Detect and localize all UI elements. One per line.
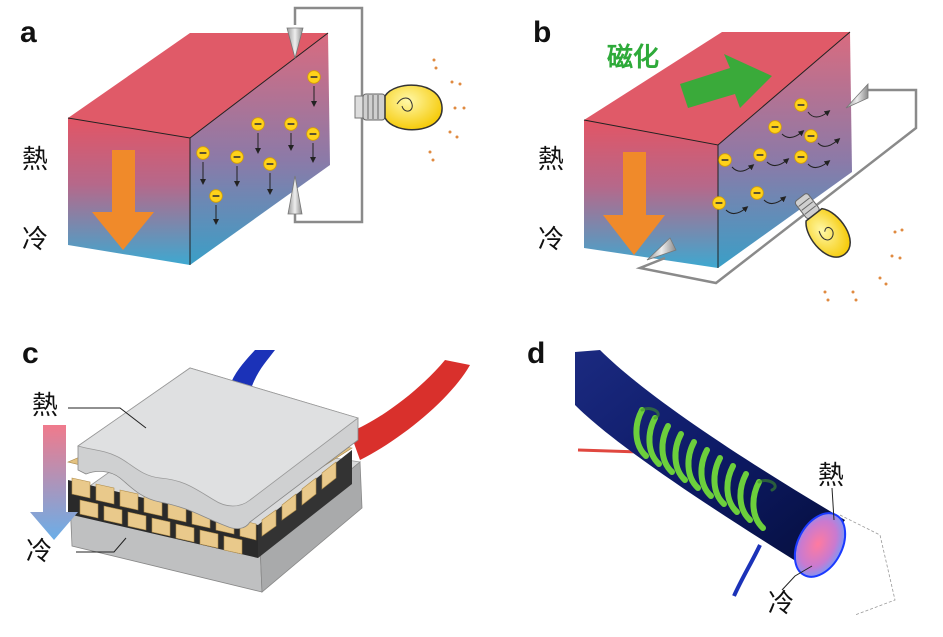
hot-label-a: 熱 [22, 145, 48, 175]
electron-icon [307, 70, 321, 84]
electron-group-b [712, 98, 841, 214]
panel-d-letter: d [527, 337, 545, 370]
coil [633, 407, 766, 531]
electron-icon [753, 148, 767, 162]
light-bulb-icon [794, 193, 851, 258]
electron-icon [209, 189, 223, 203]
red-wire [577, 448, 641, 454]
electron-icon [230, 150, 244, 164]
electron-icon [804, 129, 818, 143]
top-plate [77, 367, 359, 507]
contact-cone-top [286, 27, 304, 60]
fiber-body [575, 350, 845, 570]
panel-a: a [20, 6, 466, 265]
contact-cone-top [845, 82, 869, 109]
hot-label-c: 熱 [32, 391, 58, 421]
fiber-end-face [793, 512, 847, 578]
light-rays-a [428, 58, 466, 162]
blue-wire [230, 350, 275, 392]
contact-cone-bottom [646, 237, 677, 261]
block-side-face [718, 32, 852, 268]
hot-leader-line [68, 407, 147, 429]
contact-cone-bottom [287, 175, 303, 215]
red-wire [350, 360, 470, 460]
cold-leader-line [781, 565, 813, 591]
hot-label-d: 熱 [818, 461, 844, 491]
electron-icon [718, 153, 732, 167]
blue-wire [732, 544, 762, 597]
block-front-face [584, 120, 718, 268]
electron-icon [794, 150, 808, 164]
cold-label-c: 冷 [26, 537, 52, 567]
electron-icon [196, 146, 210, 160]
heat-flow-arrow-icon [30, 425, 78, 540]
light-bulb-icon [354, 84, 443, 131]
cold-label-d: 冷 [768, 589, 794, 619]
cross-section-outline [839, 514, 896, 616]
heat-flow-arrow-icon [603, 152, 665, 255]
electron-icon [794, 98, 808, 112]
cold-leader-line [76, 537, 127, 553]
hot-label-b: 熱 [538, 145, 564, 175]
light-rays-b [823, 228, 904, 302]
electron-icon [263, 157, 277, 171]
cold-label-a: 冷 [22, 225, 48, 255]
electron-icon [712, 196, 726, 210]
panel-d: d 熱 冷 [527, 337, 896, 619]
panel-a-letter: a [20, 16, 37, 49]
heat-flow-arrow-icon [92, 150, 154, 250]
magnetization-arrow-icon [680, 54, 772, 108]
electron-icon [284, 117, 298, 131]
electron-group-a [196, 70, 321, 225]
coil-back [640, 407, 777, 492]
hot-leader-line [831, 487, 835, 521]
panel-b: b [533, 16, 918, 302]
block-top-face [68, 33, 328, 138]
cold-label-b: 冷 [538, 225, 564, 255]
panel-c: c [22, 337, 470, 593]
electron-icon [251, 117, 265, 131]
electron-icon [306, 127, 320, 141]
electron-icon [750, 186, 764, 200]
panel-b-letter: b [533, 16, 551, 49]
panel-c-letter: c [22, 337, 39, 370]
magnetization-label: 磁化 [607, 42, 659, 73]
electron-icon [768, 120, 782, 134]
